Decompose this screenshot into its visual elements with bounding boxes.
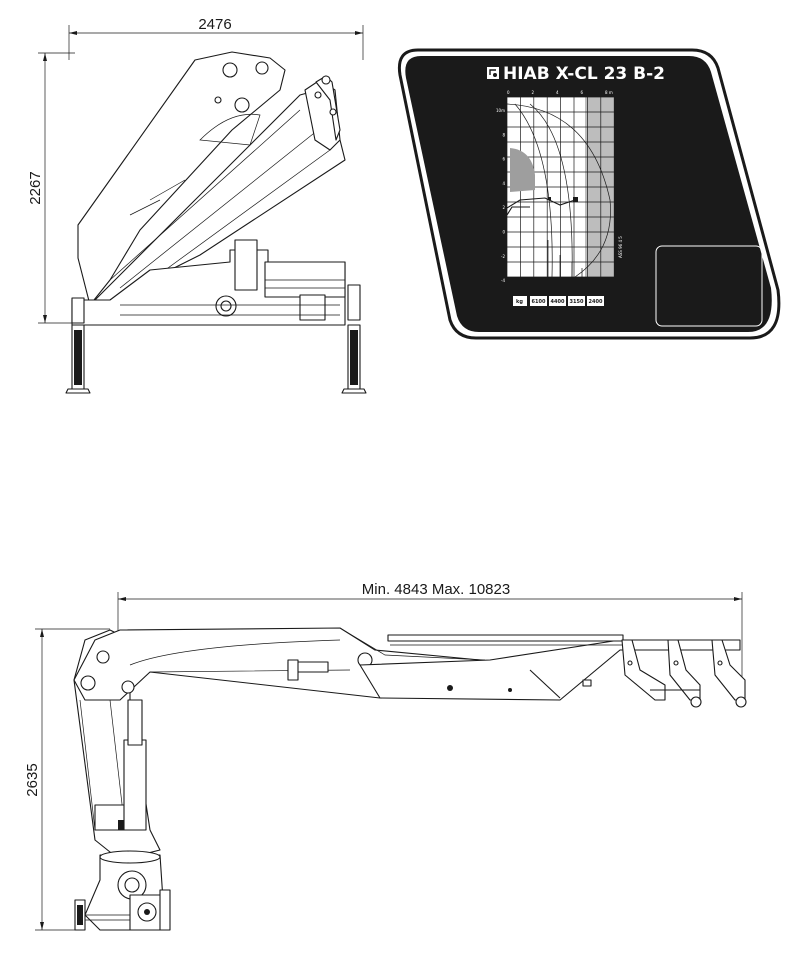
capacity-box (530, 296, 547, 306)
badge-title: HIAB X-CL 23 B-2 (503, 64, 665, 84)
badge-y-tick: 4 (502, 181, 505, 186)
badge-y-tick: -2 (501, 254, 505, 259)
badge-empty-panel (655, 245, 763, 327)
badge-x-tick: 0 (507, 90, 510, 95)
badge-y-tick: 2 (502, 205, 505, 210)
side-height-dimension-label: 2635 (24, 763, 41, 796)
badge-part-number: ASS 96 4 5 (618, 236, 623, 258)
capacity-box (568, 296, 585, 306)
side-height-dimension: 2635 (24, 628, 110, 931)
width-dimension: 2476 (68, 16, 364, 60)
badge-y-tick: 6 (502, 157, 505, 162)
badge-x-tick: 4 (556, 90, 559, 95)
badge-y-ticks: 10m 8 6 4 2 0 -2 -4 (496, 108, 505, 283)
boom-hooks (621, 639, 747, 708)
main-boom (77, 51, 286, 306)
badge-y-tick: -4 (501, 278, 505, 283)
load-chart-badge: HIAB X-CL 23 B-2 0 2 4 6 8 m 10m 8 6 4 2 0 -2 -4 AS… (397, 48, 781, 340)
support-leg-left (65, 324, 91, 394)
badge-logo-icon (487, 67, 499, 79)
support-leg-right (341, 324, 367, 394)
folded-crane-view: 2476 2267 (27, 16, 367, 394)
height-dimension: 2267 (27, 52, 75, 324)
badge-y-tick: 8 (502, 132, 505, 137)
extended-crane-view: Min. 4843 Max. 10823 2635 (24, 581, 747, 931)
load-chart-grid (506, 96, 615, 285)
capacity-value: 6100 (532, 299, 546, 305)
capacity-box (549, 296, 566, 306)
badge-capacity-labels: kg 6100 4400 3150 2400 (513, 296, 604, 306)
width-dimension-label: 2476 (198, 16, 231, 33)
capacity-box (587, 296, 604, 306)
capacity-unit-label: kg (516, 299, 523, 305)
badge-x-tick: 2 (532, 90, 535, 95)
badge-y-tick: 0 (502, 230, 505, 235)
badge-x-ticks: 0 2 4 6 8 m (507, 90, 613, 95)
badge-x-tick: 8 m (605, 90, 613, 95)
capacity-value: 2400 (589, 299, 603, 305)
reach-dimension-label: Min. 4843 Max. 10823 (362, 581, 510, 598)
capacity-value: 4400 (551, 299, 565, 305)
reach-dimension: Min. 4843 Max. 10823 (117, 581, 743, 730)
capacity-value: 3150 (570, 299, 584, 305)
badge-x-tick: 6 (581, 90, 584, 95)
height-dimension-label: 2267 (27, 171, 44, 204)
badge-y-tick: 10m (496, 108, 505, 113)
outer-boom-side (359, 639, 741, 701)
